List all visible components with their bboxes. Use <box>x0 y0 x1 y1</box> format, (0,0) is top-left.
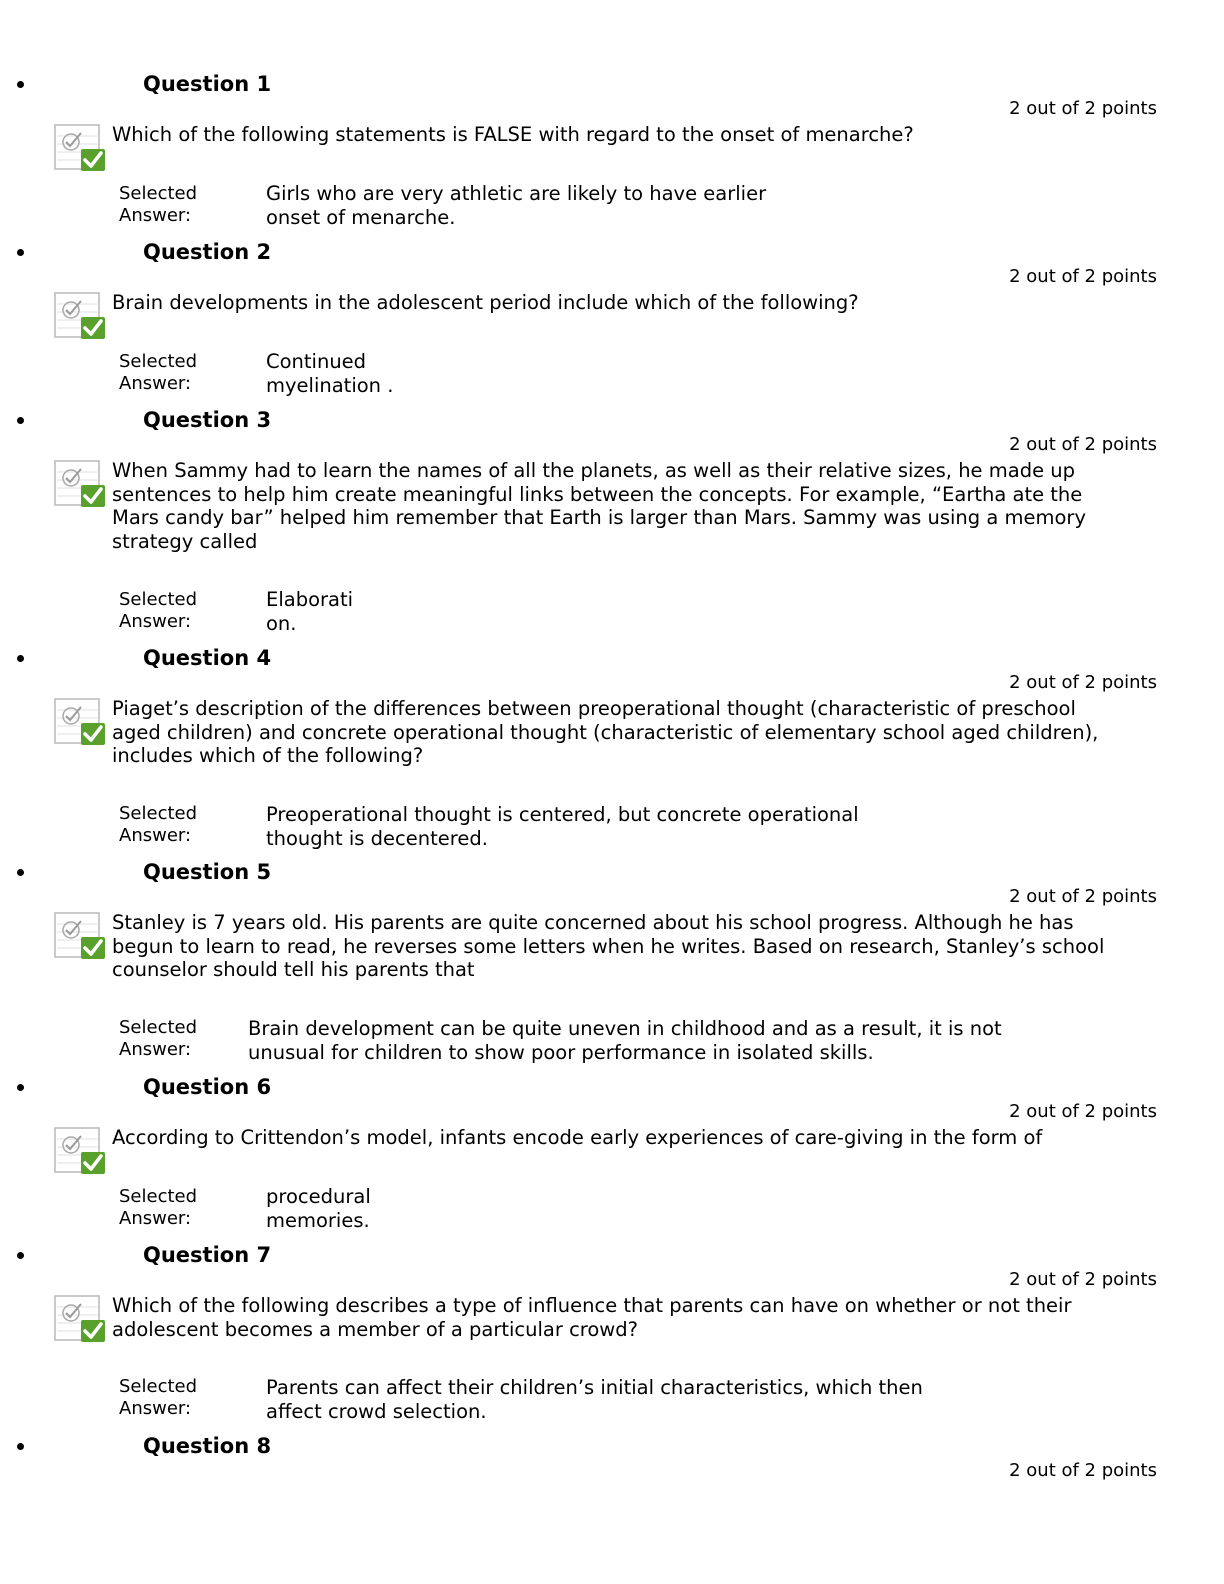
question-title: Question 5 <box>143 860 272 884</box>
selected-answer-text: Preoperational thought is centered, but … <box>266 803 859 850</box>
points-score: 2 out of 2 points <box>1009 434 1157 455</box>
correct-check-icon <box>54 1125 106 1175</box>
bullet-marker <box>17 869 24 876</box>
points-score: 2 out of 2 points <box>1009 672 1157 693</box>
correct-check-icon <box>54 122 106 172</box>
question-text: Piaget’s description of the differences … <box>112 697 1099 767</box>
question-text: Brain developments in the adolescent per… <box>112 291 859 314</box>
correct-check-icon <box>54 1293 106 1343</box>
question-title: Question 6 <box>143 1075 272 1099</box>
correct-check-icon <box>54 696 106 746</box>
points-score: 2 out of 2 points <box>1009 266 1157 287</box>
question-title: Question 2 <box>143 240 272 264</box>
question-text: According to Crittendon’s model, infants… <box>112 1126 1043 1149</box>
bullet-marker <box>17 1084 24 1091</box>
points-score: 2 out of 2 points <box>1009 1101 1157 1122</box>
bullet-marker <box>17 417 24 424</box>
correct-check-icon <box>54 910 106 960</box>
question-title: Question 8 <box>143 1434 272 1458</box>
selected-answer-text: Brain development can be quite uneven in… <box>248 1017 1002 1064</box>
question-title: Question 3 <box>143 408 272 432</box>
selected-answer-text: Girls who are very athletic are likely t… <box>266 182 767 229</box>
question-text: Which of the following describes a type … <box>112 1294 1072 1341</box>
points-score: 2 out of 2 points <box>1009 1269 1157 1290</box>
correct-check-icon <box>54 458 106 508</box>
points-score: 2 out of 2 points <box>1009 1460 1157 1481</box>
bullet-marker <box>17 655 24 662</box>
correct-check-icon <box>54 290 106 340</box>
points-score: 2 out of 2 points <box>1009 98 1157 119</box>
bullet-marker <box>17 1252 24 1259</box>
selected-answer-text: Parents can affect their children’s init… <box>266 1376 923 1423</box>
points-score: 2 out of 2 points <box>1009 886 1157 907</box>
question-title: Question 1 <box>143 72 272 96</box>
question-text: Which of the following statements is FAL… <box>112 123 914 146</box>
question-title: Question 7 <box>143 1243 272 1267</box>
bullet-marker <box>17 1443 24 1450</box>
question-title: Question 4 <box>143 646 272 670</box>
question-text: Stanley is 7 years old. His parents are … <box>112 911 1105 981</box>
bullet-marker <box>17 81 24 88</box>
question-text: When Sammy had to learn the names of all… <box>112 459 1086 553</box>
bullet-marker <box>17 249 24 256</box>
